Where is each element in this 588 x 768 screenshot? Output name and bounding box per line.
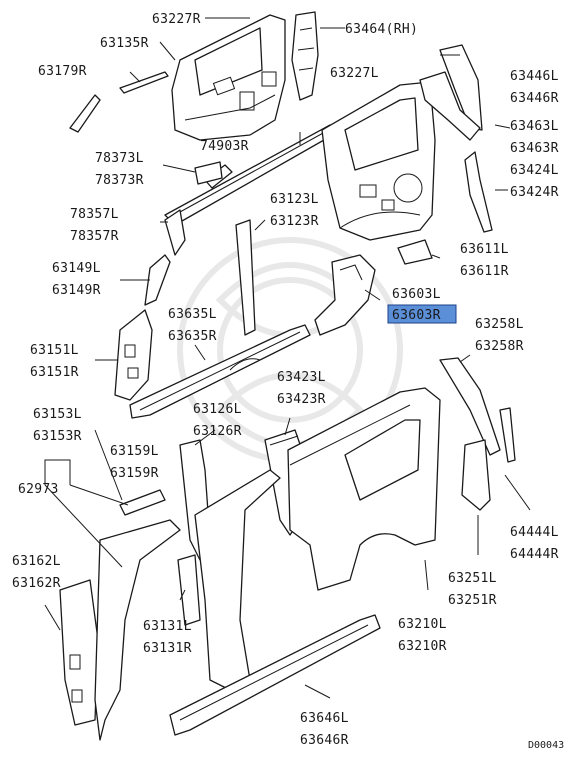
label-63446R: 63446R — [510, 91, 559, 106]
label-63210L: 63210L — [398, 617, 447, 632]
label-63153L: 63153L — [33, 407, 82, 422]
label-63251R: 63251R — [448, 593, 497, 608]
center-pillar-lower-part — [177, 554, 201, 626]
wheelhouse-outer-part — [314, 254, 376, 336]
upper-right-brace-part — [439, 44, 483, 131]
leader-lines — [44, 17, 531, 699]
label-63135R: 63135R — [100, 36, 149, 51]
rear-lamp-housing-part — [461, 439, 491, 511]
label-63424R: 63424R — [510, 185, 559, 200]
label-63159R: 63159R — [110, 466, 159, 481]
center-pillar-inner-part — [235, 219, 256, 336]
front-pillar-upper-part — [144, 254, 171, 306]
small-clip-part — [194, 161, 223, 185]
label-78373L: 78373L — [95, 151, 144, 166]
label-63162L: 63162L — [12, 554, 61, 569]
label-63464-rh: 63464(RH) — [345, 22, 418, 37]
label-74903R: 74903R — [200, 139, 249, 154]
label-63131L: 63131L — [143, 619, 192, 634]
diagram-code: D00043 — [528, 740, 564, 751]
label-63603R: 63603R — [392, 308, 441, 323]
label-63635R: 63635R — [168, 329, 217, 344]
label-63446L: 63446L — [510, 69, 559, 84]
label-63126R: 63126R — [193, 424, 242, 439]
label-78357R: 78357R — [70, 229, 119, 244]
label-78357L: 78357L — [70, 207, 119, 222]
label-63123R: 63123R — [270, 214, 319, 229]
label-63258L: 63258L — [475, 317, 524, 332]
label-63227R: 63227R — [152, 12, 201, 27]
label-63611R: 63611R — [460, 264, 509, 279]
label-63210R: 63210R — [398, 639, 447, 654]
label-63423L: 63423L — [277, 370, 326, 385]
label-63423R: 63423R — [277, 392, 326, 407]
label-63635L: 63635L — [168, 307, 217, 322]
label-63258R: 63258R — [475, 339, 524, 354]
label-63611L: 63611L — [460, 242, 509, 257]
pillar-reinforcement-part — [291, 11, 319, 101]
label-63162R: 63162R — [12, 576, 61, 591]
front-pillar-lower-part — [114, 309, 153, 401]
quarter-inner-lower-part — [321, 81, 436, 241]
side-sill-outer-part — [169, 614, 381, 736]
label-63251L: 63251L — [448, 571, 497, 586]
quarter-outer-panel-part — [287, 387, 441, 591]
label-63123L: 63123L — [270, 192, 319, 207]
upper-strip-part — [119, 71, 169, 94]
upper-right-gusset-part — [419, 71, 481, 141]
quarter-inner-upper-part — [171, 14, 286, 141]
label-63151L: 63151L — [30, 343, 79, 358]
upper-rail-bracket-part — [164, 209, 186, 256]
roof-side-rail-part — [164, 124, 339, 226]
label-63463L: 63463L — [510, 119, 559, 134]
label-63149R: 63149R — [52, 283, 101, 298]
label-63424L: 63424L — [510, 163, 559, 178]
front-pillar-bracket-part — [119, 489, 166, 516]
label-63159L: 63159L — [110, 444, 159, 459]
label-63463R: 63463R — [510, 141, 559, 156]
small-bracket-part — [69, 94, 101, 133]
label-63646R: 63646R — [300, 733, 349, 748]
rear-end-extension-part — [499, 407, 516, 463]
side-sill-inner-part — [129, 324, 311, 419]
label-64444R: 64444R — [510, 547, 559, 562]
label-64444L: 64444L — [510, 525, 559, 540]
rear-pillar-extension-part — [464, 151, 493, 233]
body-side-outer-frame-part — [94, 469, 281, 741]
label-63603L: 63603L — [392, 287, 441, 302]
label-62973: 62973 — [18, 482, 59, 497]
front-pillar-base-part — [59, 579, 99, 726]
label-63153R: 63153R — [33, 429, 82, 444]
rear-corner-panel-part — [439, 357, 501, 456]
label-63149L: 63149L — [52, 261, 101, 276]
label-63179R: 63179R — [38, 64, 87, 79]
label-63603R-highlight — [387, 304, 457, 324]
label-63227L: 63227L — [330, 66, 379, 81]
label-78373R: 78373R — [95, 173, 144, 188]
label-63126L: 63126L — [193, 402, 242, 417]
label-63151R: 63151R — [30, 365, 79, 380]
label-63646L: 63646L — [300, 711, 349, 726]
wheelhouse-bracket-part — [397, 239, 433, 265]
label-63131R: 63131R — [143, 641, 192, 656]
